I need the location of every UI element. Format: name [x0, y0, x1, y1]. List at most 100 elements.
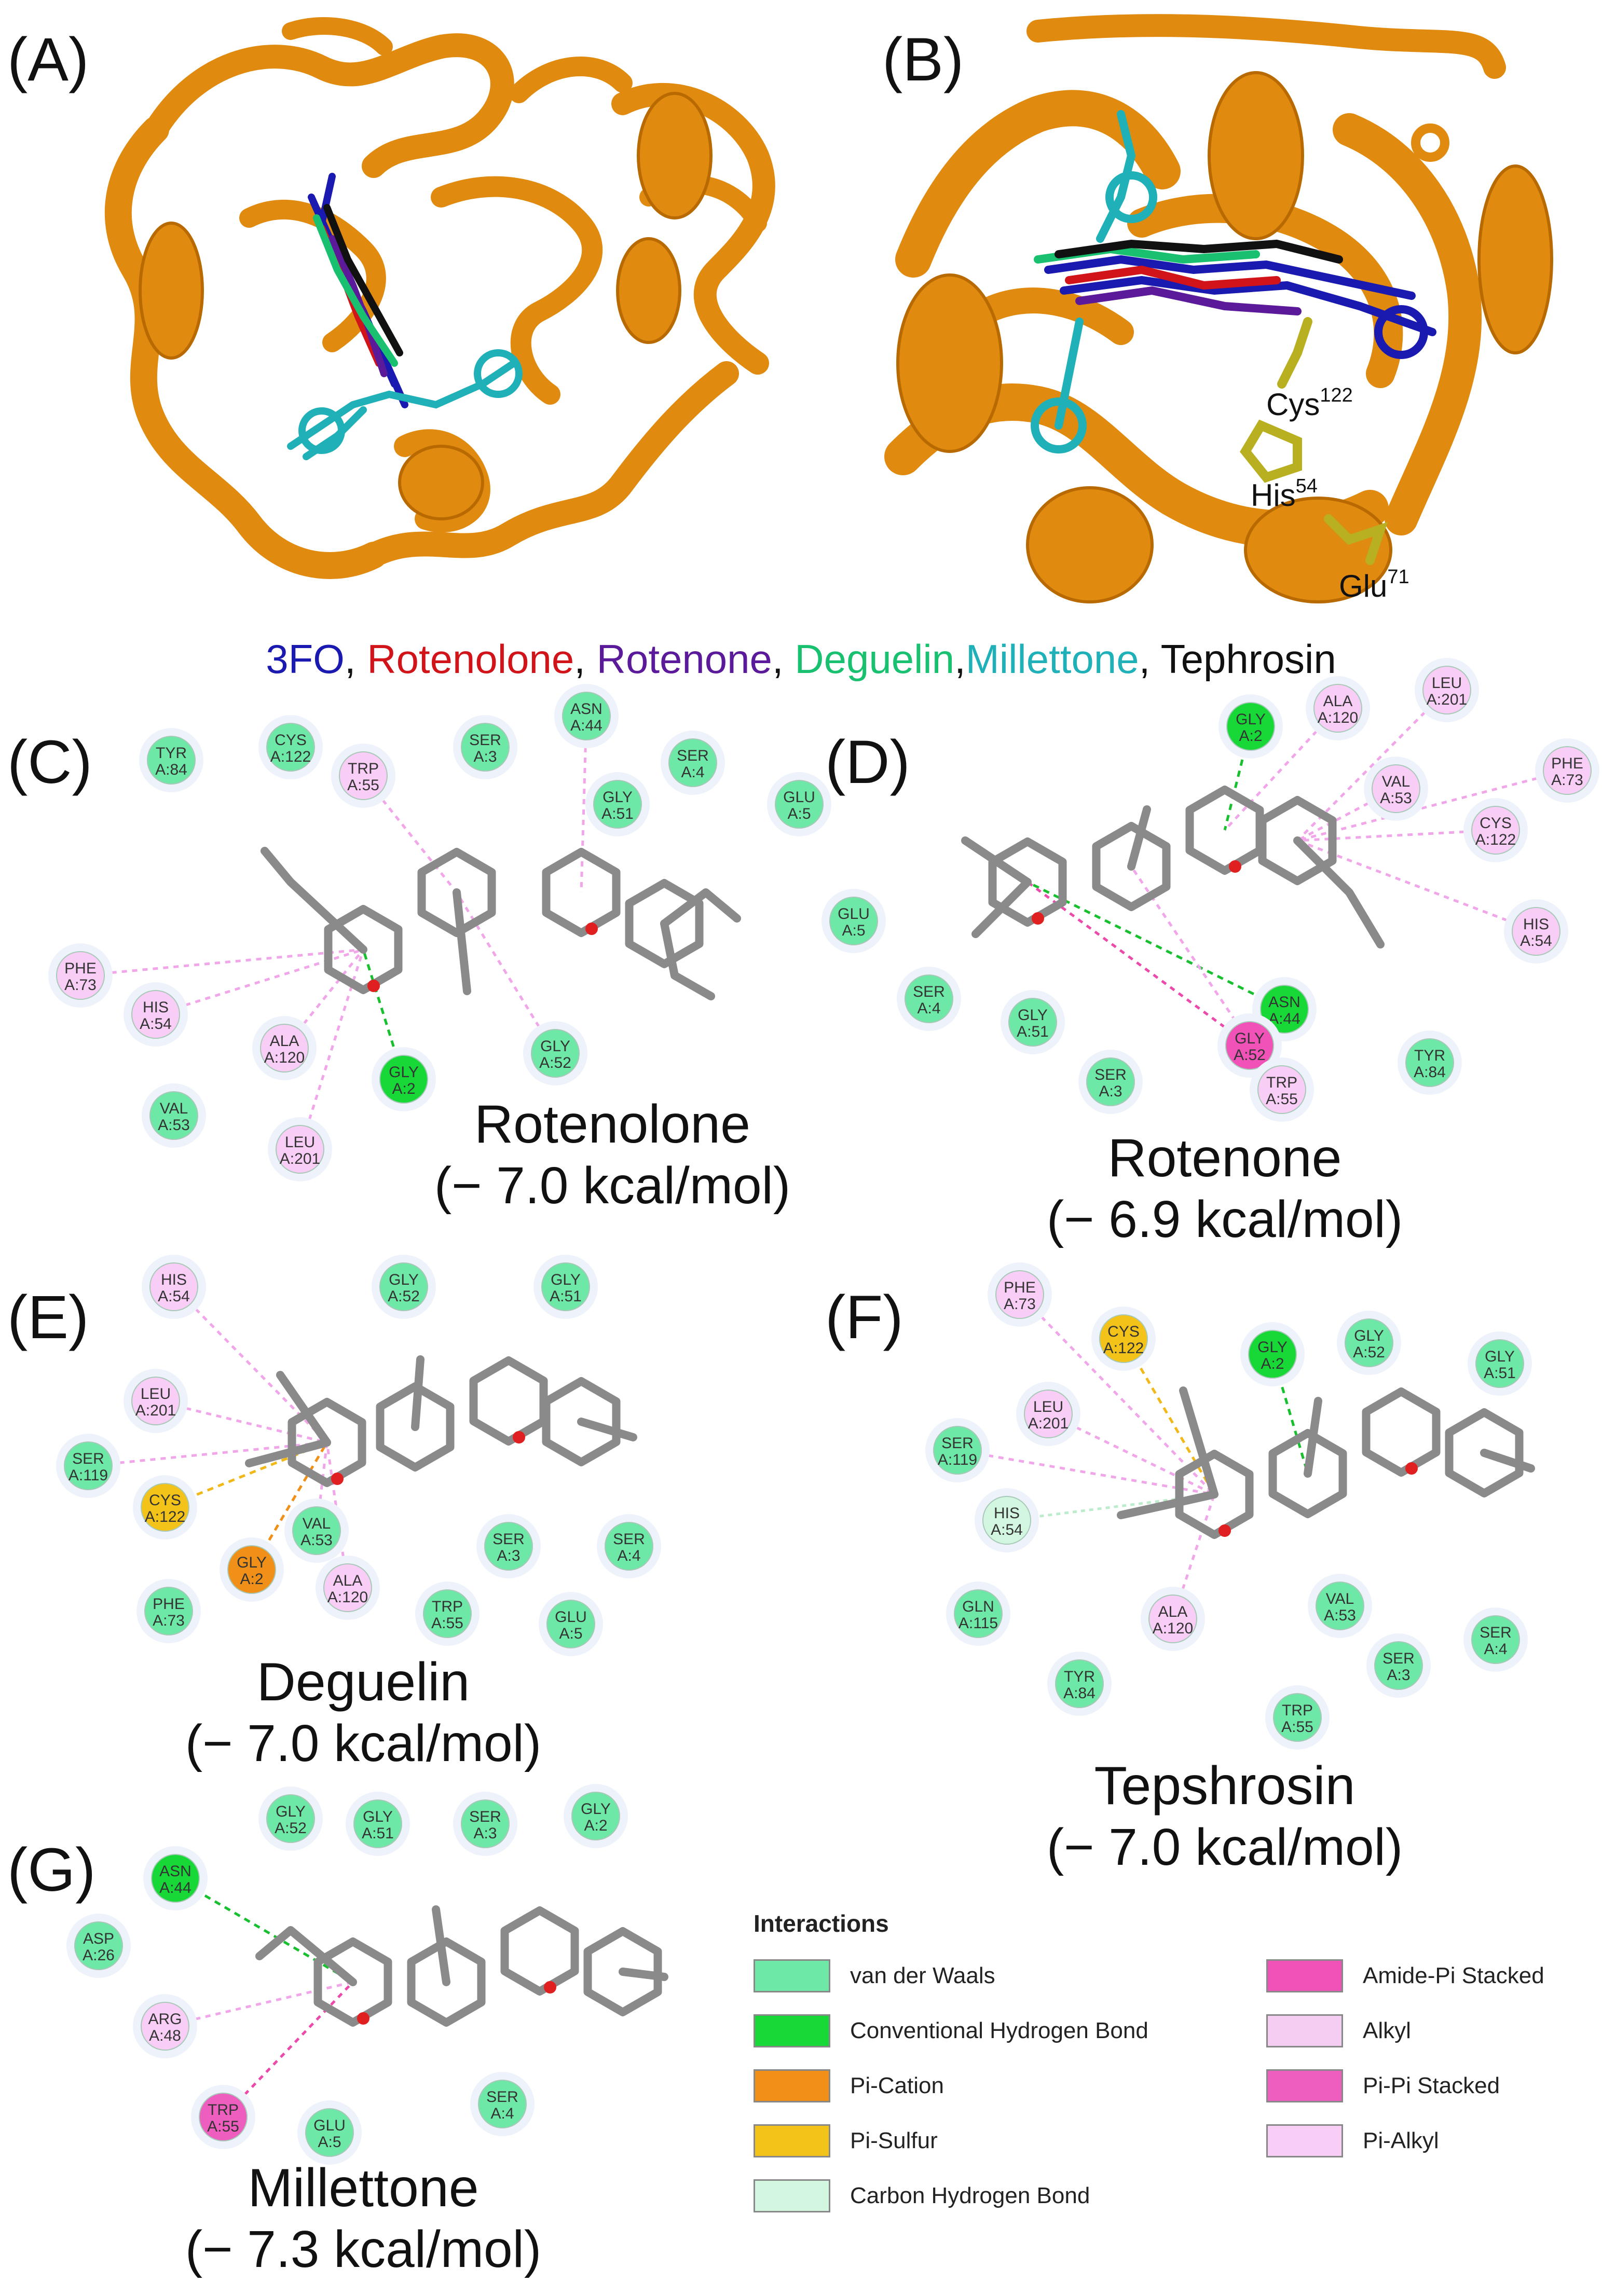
residue-chain-id: A:2: [1239, 727, 1262, 745]
ligand-legend-part: ,: [574, 636, 597, 682]
residue-name: TYR: [1414, 1047, 1445, 1064]
residue-name: CYS: [1480, 815, 1512, 832]
residue-disc: [484, 1522, 533, 1571]
residue-disc: [1260, 985, 1309, 1034]
residue-disc: [668, 738, 717, 787]
residue-name: PHE: [153, 1596, 185, 1613]
residue-disc: [593, 780, 642, 829]
residue-name: GLY: [363, 1808, 393, 1825]
residue-chain-id: A:120: [1318, 709, 1358, 726]
panel-label-e: (E): [7, 1283, 89, 1352]
interaction-line: [298, 949, 365, 1150]
residue-name: CYS: [275, 732, 307, 749]
residue-disc: [339, 751, 388, 800]
residue-name: GLY: [237, 1554, 267, 1571]
residue-name: VAL: [303, 1515, 331, 1532]
interactions-legend: Interactions van der Waals Conventional …: [747, 1909, 1557, 2273]
residue-disc: [144, 1587, 193, 1635]
residue-chain-id: A:201: [280, 1150, 320, 1167]
ligand-ring: [1175, 1450, 1254, 1539]
residue-chain-id: A:4: [917, 1000, 940, 1017]
residue-chain-id: A:4: [681, 764, 704, 781]
residue-name: VAL: [1326, 1590, 1354, 1607]
residue-name: PHE: [64, 960, 97, 977]
legend-swatch: [1266, 2014, 1343, 2047]
ligand-bond: [255, 1926, 357, 1986]
residue-chain-id: A:4: [1484, 1641, 1507, 1658]
residue-disc: [260, 1024, 309, 1073]
ligand-legend-part: ,: [954, 636, 966, 682]
ligand-ring: [417, 848, 496, 937]
ligand-legend-part: ,: [772, 636, 795, 682]
residue-chain-id: A:4: [490, 2105, 514, 2122]
ligand-legend-part: Deguelin: [795, 636, 955, 682]
residue-chain-id: A:119: [938, 1451, 977, 1468]
residue-chain-id: A:84: [1414, 1064, 1446, 1081]
residue-name: ALA: [1323, 693, 1353, 710]
residue-name: ALA: [333, 1572, 363, 1589]
interaction-line: [1224, 707, 1339, 831]
residue-disc: [423, 1589, 472, 1638]
residue-disc: [379, 1055, 428, 1104]
interaction-line: [580, 716, 588, 893]
residue-name: HIS: [994, 1505, 1020, 1522]
residue-disc: [1471, 1615, 1520, 1664]
residue-name: GLU: [838, 905, 870, 923]
legend-swatch: [754, 2124, 830, 2157]
residue-name: LEU: [1432, 675, 1462, 692]
ligand-ring: [1268, 1429, 1347, 1518]
ligand-bond: [1304, 1397, 1322, 1478]
residue-chain-id: A:119: [69, 1467, 108, 1484]
oxygen-atom: [585, 923, 598, 935]
ligand-legend-part: Rotenone: [596, 636, 772, 682]
ligand-bond: [1179, 1386, 1218, 1498]
residue-name: ALA: [1158, 1603, 1188, 1620]
residue-name: GLY: [389, 1271, 419, 1288]
legend-swatch: [754, 1959, 830, 1992]
residue-name: GLY: [581, 1800, 611, 1818]
ligand-ring: [1362, 1387, 1441, 1477]
residue-chain-id: A:4: [617, 1547, 640, 1564]
ligand-ring: [376, 1382, 455, 1472]
residue-name: CYS: [149, 1492, 181, 1509]
ligand-bond: [660, 919, 715, 1000]
residue-disc: [1099, 1314, 1148, 1363]
residue-name: GLY: [551, 1271, 581, 1288]
residue-disc: [141, 1483, 189, 1532]
ligand-bond: [660, 888, 741, 928]
residue-name: GLY: [389, 1064, 419, 1081]
residue-name: GLY: [1354, 1327, 1384, 1344]
residue-chain-id: A:84: [1063, 1685, 1096, 1702]
residue-chain-id: A:115: [959, 1615, 998, 1632]
residue-disc: [353, 1799, 402, 1848]
residue-disc: [1148, 1594, 1197, 1643]
residue-name: CYS: [1107, 1323, 1140, 1340]
legend-swatch: [1266, 2124, 1343, 2157]
residue-chain-id: A:73: [1004, 1296, 1036, 1313]
legend-swatch: [754, 2014, 830, 2047]
molecule-name-f: Tepshrosin: [1094, 1756, 1355, 1816]
interaction-line: [1296, 787, 1397, 842]
residue-disc: [562, 692, 611, 740]
binding-energy-g: (− 7.3 kcal/mol): [185, 2220, 542, 2278]
residue-disc: [227, 1545, 276, 1594]
residue-disc: [954, 1589, 1003, 1638]
oxygen-atom: [357, 2012, 369, 2025]
ligand-ring: [1092, 822, 1171, 911]
ligand-legend-part: ,: [344, 636, 367, 682]
